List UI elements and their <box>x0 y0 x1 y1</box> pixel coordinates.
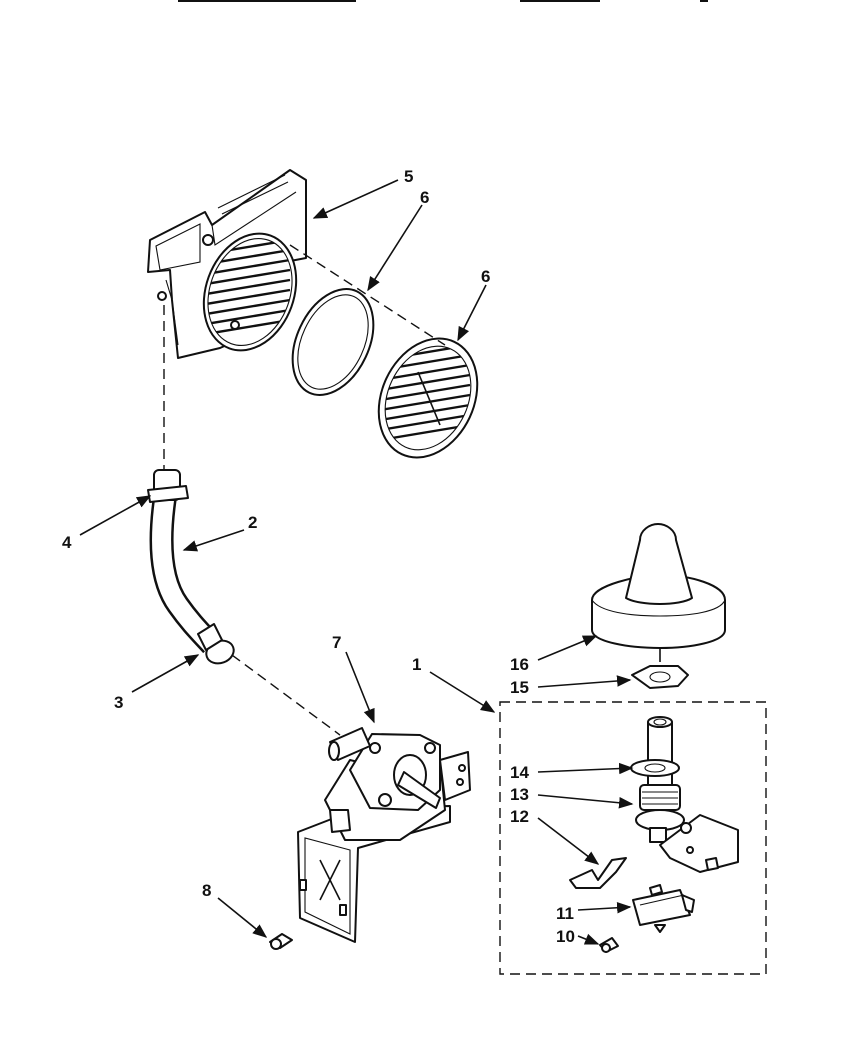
callout-3: 5 <box>404 167 413 186</box>
float <box>591 523 726 662</box>
callout-2: 2 <box>248 513 257 532</box>
vent-grille <box>377 337 479 459</box>
callout-11: 11 <box>556 904 574 923</box>
callout-7: 7 <box>332 633 341 652</box>
callout-16: 12 <box>510 807 529 826</box>
nut <box>631 665 689 689</box>
callout-4: 6 <box>420 188 429 207</box>
vent-housing <box>147 169 307 359</box>
callouts: 5 6 6 2 4 3 7 8 1 16 15 14 13 12 11 10 <box>62 167 575 946</box>
callout-8: 8 <box>202 881 211 900</box>
leader-lines <box>79 179 634 945</box>
callout-12: 13 <box>510 785 529 804</box>
gasket-ring <box>291 288 375 396</box>
screw-8 <box>269 933 293 950</box>
callout-6b: 3 <box>114 693 123 712</box>
callout-1: 1 <box>412 655 421 674</box>
callout-14: 15 <box>510 678 529 697</box>
water-valve <box>297 727 471 943</box>
callout-6a: 4 <box>62 533 72 552</box>
callout-13: 14 <box>510 763 529 782</box>
callout-5: 6 <box>481 267 490 286</box>
callout-10: 10 <box>556 927 575 946</box>
float-switch-assembly-box <box>499 701 767 975</box>
float-switch <box>569 716 739 953</box>
callout-15: 16 <box>510 655 529 674</box>
assembly-lines <box>163 244 446 736</box>
hose <box>147 469 235 665</box>
